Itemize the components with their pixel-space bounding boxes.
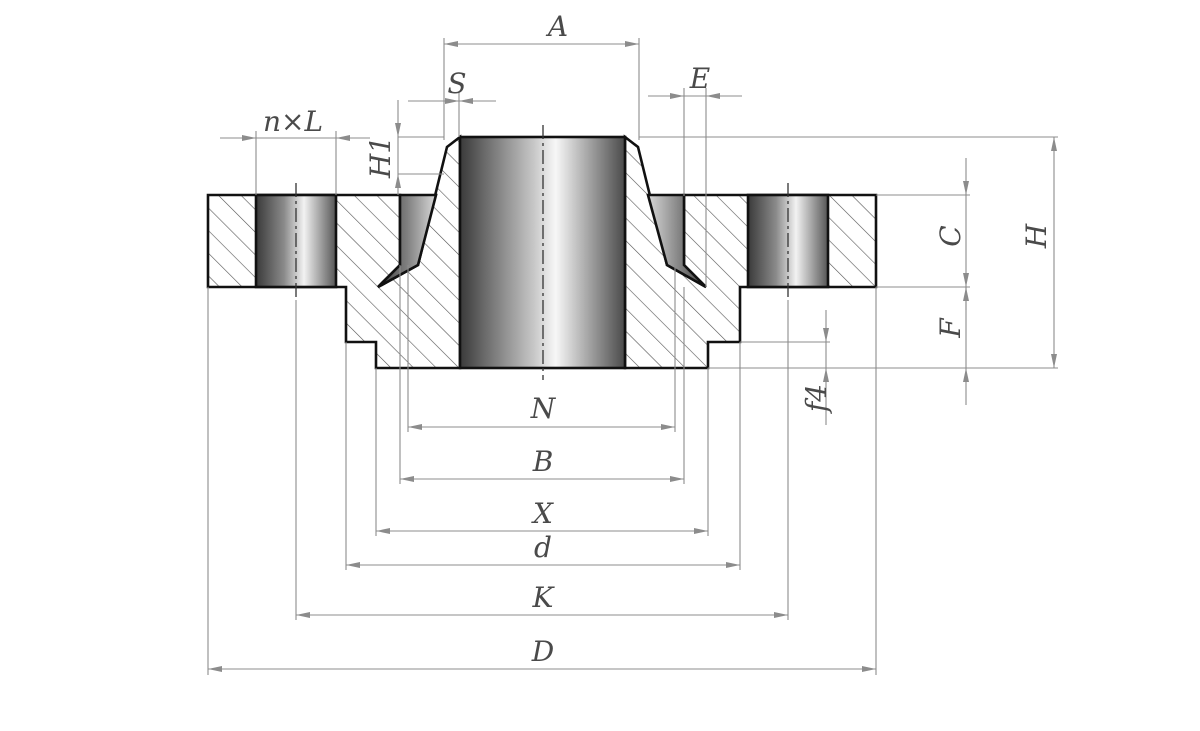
label-E: E bbox=[689, 62, 710, 95]
label-D: D bbox=[531, 635, 554, 668]
label-H1: H1 bbox=[364, 136, 397, 179]
label-F: F bbox=[934, 317, 967, 339]
groove-left bbox=[377, 193, 438, 289]
label-f4: f4 bbox=[800, 384, 833, 414]
flange-section-left bbox=[206, 134, 462, 370]
label-C: C bbox=[934, 225, 967, 246]
label-H: H bbox=[1020, 223, 1053, 249]
arrowheads bbox=[208, 41, 1057, 672]
label-X: X bbox=[531, 497, 554, 530]
dimension-lines bbox=[207, 38, 1058, 675]
label-nxL: n×L bbox=[263, 105, 323, 138]
label-K: K bbox=[532, 581, 556, 614]
groove-right bbox=[646, 193, 707, 289]
flange-section-right bbox=[623, 134, 878, 370]
label-B: B bbox=[532, 445, 554, 478]
label-d: d bbox=[534, 531, 552, 564]
label-A: A bbox=[545, 10, 568, 43]
label-N: N bbox=[530, 392, 557, 425]
label-S: S bbox=[447, 67, 466, 100]
